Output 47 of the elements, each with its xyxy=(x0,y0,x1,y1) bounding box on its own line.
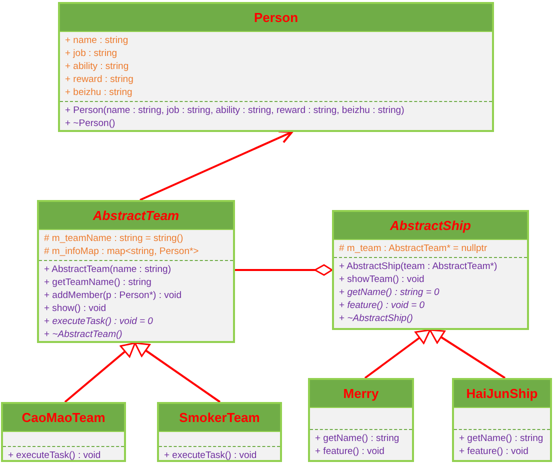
class-name: HaiJunShip xyxy=(466,384,538,403)
class-box xyxy=(37,200,235,343)
operation-text: + ~AbstractTeam() xyxy=(44,328,124,341)
attribute-text: + job : string xyxy=(65,47,118,60)
class-box xyxy=(1,402,126,462)
attribute-text: + beizhu : string xyxy=(65,86,134,99)
class-name: AbstractTeam xyxy=(92,206,180,225)
operation-text: + AbstractShip(team : AbstractTeam*) xyxy=(339,260,498,273)
class-name: CaoMaoTeam xyxy=(22,408,106,427)
operation-text: + executeTask() : void = 0 xyxy=(44,315,154,328)
inheritance-arrow xyxy=(364,329,431,379)
association-arrow xyxy=(140,130,293,201)
attribute-text: + ability : string xyxy=(65,60,130,73)
attribute-text: # m_infoMap : map<string, Person*> xyxy=(44,245,200,258)
operation-text: + getName() : string = 0 xyxy=(339,286,440,299)
inheritance-arrow xyxy=(64,342,136,403)
operation-text: + Person(name : string, job : string, ability : string, reward : string, beizhu : string) xyxy=(65,104,406,117)
operation-text: + ~AbstractShip() xyxy=(339,312,414,325)
operation-text: + executeTask() : void xyxy=(8,449,102,462)
class-name: Person xyxy=(254,8,298,27)
attribute-text: + name : string xyxy=(65,34,130,47)
attribute-text: + reward : string xyxy=(65,73,134,86)
operation-text: + showTeam() : void xyxy=(339,273,426,286)
operation-text: + feature() : void xyxy=(315,445,386,458)
inheritance-arrow xyxy=(429,329,506,379)
class-box xyxy=(452,378,552,462)
class-box xyxy=(308,378,414,462)
operation-text: + getTeamName() : string xyxy=(44,276,152,289)
class-name: AbstractShip xyxy=(390,216,471,235)
operation-text: + feature() : void xyxy=(459,445,530,458)
operation-text: + executeTask() : void xyxy=(164,449,258,462)
inheritance-arrow xyxy=(134,342,221,403)
class-box xyxy=(332,210,529,330)
class-name: SmokerTeam xyxy=(179,408,260,427)
operation-text: + getName() : string xyxy=(459,432,544,445)
operation-text: + ~Person() xyxy=(65,117,116,130)
operation-text: + show() : void xyxy=(44,302,108,315)
operation-text: + addMember(p : Person*) : void xyxy=(44,289,183,302)
class-box xyxy=(157,402,282,462)
operation-text: + getName() : string xyxy=(315,432,400,445)
attribute-text: # m_teamName : string = string() xyxy=(44,232,184,245)
operation-text: + feature() : void = 0 xyxy=(339,299,426,312)
class-box xyxy=(58,2,494,132)
class-name: Merry xyxy=(343,384,379,403)
aggregation-connector xyxy=(235,264,333,276)
operation-text: + AbstractTeam(name : string) xyxy=(44,263,172,276)
attribute-text: # m_team : AbstractTeam* = nullptr xyxy=(339,242,488,255)
